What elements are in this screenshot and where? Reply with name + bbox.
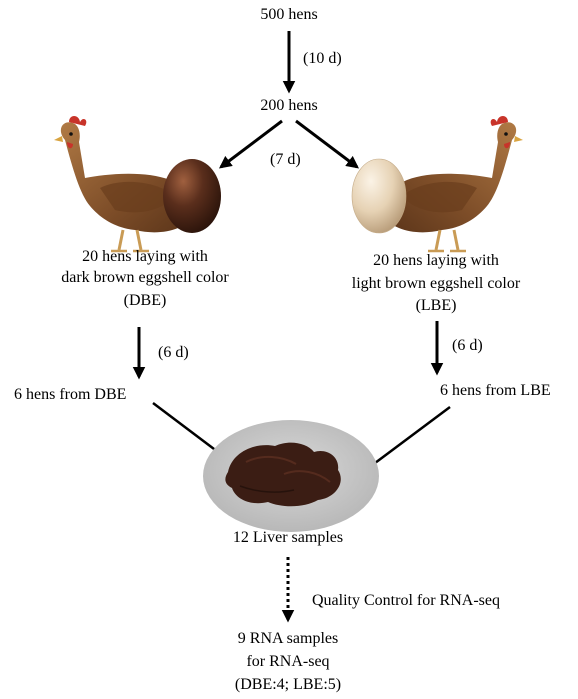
lbe-line-3: (LBE) <box>416 296 457 315</box>
dark-brown-egg-icon <box>163 159 221 233</box>
node-6-hens-dbe: 6 hens from DBE <box>14 385 126 404</box>
dbe-line-3: (DBE) <box>124 291 167 310</box>
light-brown-egg-icon <box>352 159 406 233</box>
label-6-days-right: (6 d) <box>452 336 483 355</box>
rna-line-2: for RNA-seq <box>246 652 329 671</box>
label-6-days-left: (6 d) <box>158 343 189 362</box>
dbe-line-2: dark brown eggshell color <box>61 268 229 287</box>
node-200-hens: 200 hens <box>260 96 317 115</box>
lbe-line-2: light brown eggshell color <box>352 274 520 293</box>
rna-line-3: (DBE:4; LBE:5) <box>235 675 341 694</box>
label-10-days: (10 d) <box>303 49 342 68</box>
dbe-line-1: 20 hens laying with <box>82 247 208 266</box>
rna-line-1: 9 RNA samples <box>238 629 338 648</box>
node-12-liver-samples: 12 Liver samples <box>233 528 343 547</box>
connector-lbe-liver <box>371 407 450 466</box>
label-7-days: (7 d) <box>270 150 301 169</box>
arrow-200-to-lbe <box>296 121 357 167</box>
liver-tissue-icon <box>225 443 340 507</box>
node-6-hens-lbe: 6 hens from LBE <box>440 381 551 400</box>
label-quality-control: Quality Control for RNA-seq <box>312 591 500 610</box>
node-500-hens: 500 hens <box>260 5 317 24</box>
connector-dbe-liver <box>153 403 218 452</box>
lbe-line-1: 20 hens laying with <box>373 251 499 270</box>
